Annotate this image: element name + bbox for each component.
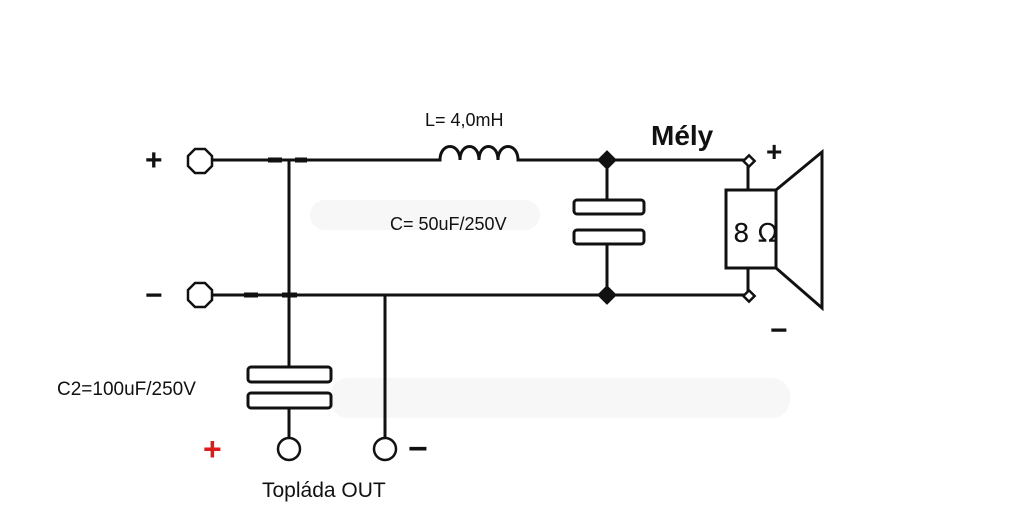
junction-bottom [597, 285, 617, 305]
capacitor-c-plate-bottom [572, 228, 646, 246]
input-terminal-plus [186, 147, 214, 175]
capacitor-c2-plate-top [246, 365, 333, 384]
junction-top [597, 150, 617, 170]
speaker-magnet [724, 188, 778, 270]
speaker-cone [774, 148, 824, 312]
impedance-label: 8 Ω [733, 219, 778, 249]
sub-plus-sign: + [203, 431, 222, 467]
sub-minus-sign: − [408, 430, 428, 468]
capacitor-label: C= 50uF/250V [390, 214, 507, 234]
inductor-label: L= 4,0mH [425, 110, 504, 130]
sub-out-terminal-minus [372, 436, 398, 462]
input-plus-sign: + [145, 144, 163, 177]
speaker-plus-sign: + [766, 136, 782, 167]
sub-out-terminal-plus [276, 436, 302, 462]
input-terminal-minus [186, 281, 214, 309]
output-label: Mély [651, 120, 714, 151]
sub-out-label: Topláda OUT [262, 479, 386, 502]
capacitor-c-plate-top [572, 198, 646, 216]
speaker-terminal-plus [741, 153, 757, 169]
capacitor-c2-plate-bottom [246, 391, 333, 410]
background-smudges [310, 200, 790, 418]
capacitor2-label: C2=100uF/250V [57, 379, 196, 400]
inductor-coil [438, 145, 520, 162]
speaker-minus-sign: − [770, 314, 788, 347]
speaker-terminal-minus [741, 288, 757, 304]
input-minus-sign: − [145, 279, 163, 312]
